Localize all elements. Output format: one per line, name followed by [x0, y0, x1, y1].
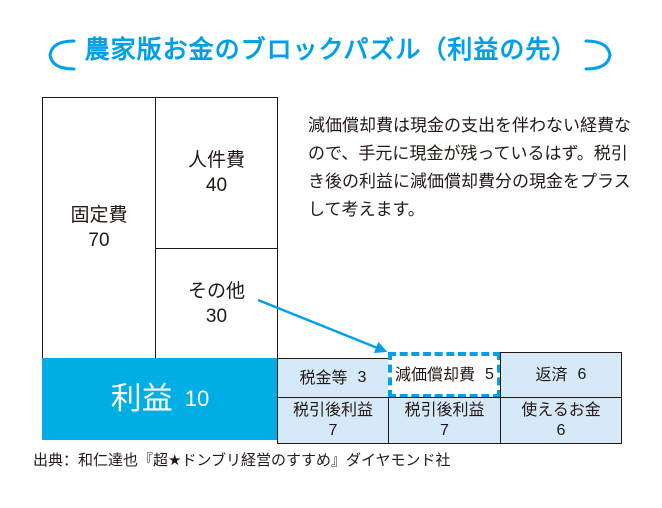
cell-depreciation: 減価償却費 5 [388, 352, 501, 398]
cell-usable-money-label: 使えるお金 [521, 402, 601, 419]
cell-after-tax-profit-2-value: 7 [440, 422, 449, 439]
block-labor-cost-label: 人件費 [187, 150, 245, 171]
bracket-left-icon [48, 39, 76, 71]
bracket-right-icon [584, 39, 612, 71]
cell-tax: 税金等 3 [277, 358, 389, 398]
block-fixed-cost: 固定費 70 [42, 97, 156, 359]
cell-usable-money-value: 6 [556, 422, 566, 439]
block-labor-cost: 人件費 40 [155, 97, 278, 249]
description-text: 減価償却費は現金の支出を伴わない経費なので、手元に現金が残っているはず。税引き後… [308, 116, 631, 219]
page-title: 農家版お金のブロックパズル（利益の先） [84, 36, 578, 64]
cell-depreciation-value: 5 [485, 366, 494, 383]
block-other-cost-label: その他 [187, 280, 245, 302]
cell-after-tax-profit-1-value: 7 [328, 422, 338, 439]
source-note: 出典：和仁達也『超★ドンブリ経営のすすめ』ダイヤモンド社 [33, 452, 451, 469]
cell-after-tax-profit-2-label: 税引後利益 [404, 402, 485, 419]
block-fixed-cost-value: 70 [88, 230, 110, 251]
cell-after-tax-profit-2: 税引後利益 7 [388, 397, 501, 444]
block-other-cost: その他 30 [155, 248, 278, 359]
title-area: 農家版お金のブロックパズル（利益の先） [0, 30, 662, 82]
cell-after-tax-profit-1-label: 税引後利益 [292, 402, 373, 419]
block-profit-label: 利益 [110, 381, 173, 416]
cell-usable-money: 使えるお金 6 [500, 397, 622, 444]
block-other-cost-value: 30 [205, 305, 228, 327]
block-labor-cost-value: 40 [205, 175, 228, 196]
cell-depreciation-label: 減価償却費 [395, 366, 476, 384]
block-profit: 利益 10 [42, 358, 278, 440]
cell-tax-value: 3 [357, 369, 367, 386]
cell-repayment-label: 返済 [535, 366, 568, 384]
cell-tax-label: 税金等 [299, 369, 348, 387]
cell-repayment-value: 6 [577, 366, 587, 383]
cell-after-tax-profit-1: 税引後利益 7 [277, 397, 389, 444]
block-fixed-cost-label: 固定費 [70, 205, 128, 226]
cell-repayment: 返済 6 [500, 352, 622, 398]
block-profit-value: 10 [184, 386, 210, 411]
